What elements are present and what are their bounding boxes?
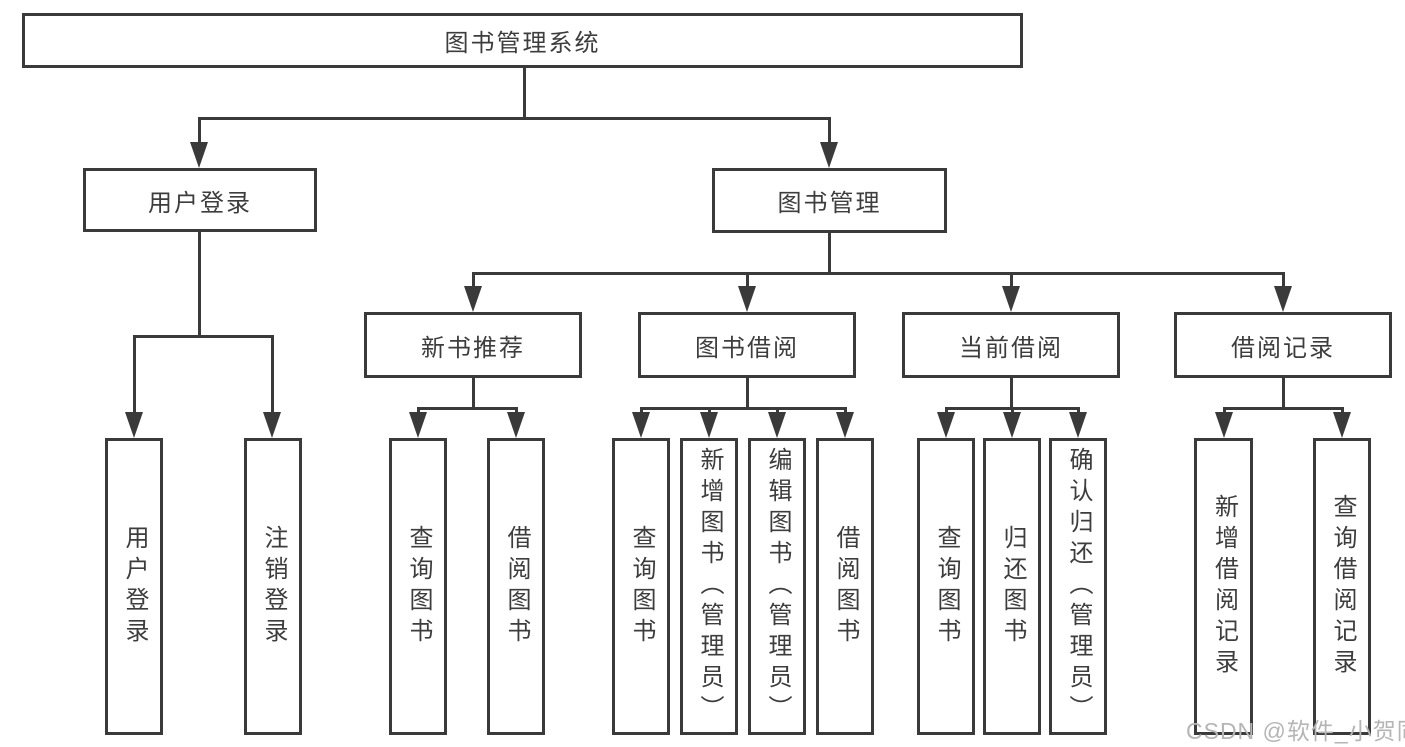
connector-line <box>417 407 518 410</box>
leaf-label: 注销登录 <box>260 524 287 649</box>
leaf-borrow-edit-books-admin: 编辑图书（管理员） <box>748 438 806 735</box>
leaf-current-return-books: 归还图书 <box>983 438 1041 735</box>
arrow-down-icon <box>1274 286 1292 312</box>
node-label: 借阅记录 <box>1231 334 1335 362</box>
arrow-down-icon <box>820 142 838 168</box>
arrow-down-icon <box>738 286 756 312</box>
arrow-down-icon <box>190 142 208 168</box>
leaf-current-confirm-return-admin: 确认归还（管理员） <box>1049 438 1107 735</box>
leaf-label: 查询图书 <box>405 524 432 649</box>
arrow-down-icon <box>700 412 718 438</box>
arrow-down-icon <box>464 286 482 312</box>
node-label: 图书管理系统 <box>444 30 601 57</box>
node-user-login: 用户登录 <box>83 168 317 232</box>
arrow-down-icon <box>768 412 786 438</box>
node-label: 用户登录 <box>148 189 252 217</box>
connector-line <box>828 233 831 275</box>
leaf-label: 确认归还（管理员） <box>1065 447 1092 726</box>
leaf-logout: 注销登录 <box>244 438 302 735</box>
arrow-down-icon <box>1333 412 1351 438</box>
node-borrowing-records: 借阅记录 <box>1174 312 1392 378</box>
node-library-system: 图书管理系统 <box>22 13 1023 68</box>
connector-line <box>1010 378 1013 409</box>
arrow-down-icon <box>1215 412 1233 438</box>
leaf-label: 借阅图书 <box>832 524 859 649</box>
connector-line <box>523 68 526 119</box>
arrow-down-icon <box>1002 286 1020 312</box>
connector-line <box>640 407 847 410</box>
connector-line <box>1282 378 1285 409</box>
leaf-record-add-borrow-record: 新增借阅记录 <box>1194 438 1253 735</box>
connector-line <box>472 378 475 409</box>
connector-line <box>198 117 831 120</box>
leaf-newbook-borrow-books: 借阅图书 <box>487 438 545 735</box>
connector-line <box>271 338 274 416</box>
arrow-down-icon <box>507 412 525 438</box>
leaf-label: 新增图书（管理员） <box>696 447 723 726</box>
arrow-down-icon <box>409 412 427 438</box>
leaf-record-query-borrow-record: 查询借阅记录 <box>1313 438 1371 735</box>
connector-line <box>472 274 475 290</box>
leaf-label: 借阅图书 <box>503 524 530 649</box>
leaf-borrow-query-books: 查询图书 <box>612 438 670 735</box>
node-label: 新书推荐 <box>421 334 525 362</box>
connector-line <box>1010 274 1013 290</box>
leaf-borrow-add-books-admin: 新增图书（管理员） <box>680 438 738 735</box>
leaf-current-query-books: 查询图书 <box>917 438 975 735</box>
leaf-label: 查询借阅记录 <box>1329 493 1356 680</box>
node-current-borrowing: 当前借阅 <box>902 312 1120 378</box>
leaf-label: 查询图书 <box>933 524 960 649</box>
connector-line <box>746 378 749 409</box>
leaf-label: 归还图书 <box>999 524 1026 649</box>
connector-line <box>945 407 1080 410</box>
arrow-down-icon <box>1003 412 1021 438</box>
connector-line <box>198 232 201 338</box>
leaf-newbook-query-books: 查询图书 <box>389 438 447 735</box>
connector-line <box>1223 407 1344 410</box>
csdn-watermark: CSDN @软件_小贺同学 <box>1186 718 1405 744</box>
connector-line <box>133 338 136 416</box>
arrow-down-icon <box>836 412 854 438</box>
connector-line <box>1282 274 1285 290</box>
connector-line <box>472 272 1285 275</box>
leaf-borrow-borrow-books: 借阅图书 <box>816 438 874 735</box>
connector-line <box>198 118 201 146</box>
connector-line <box>133 335 274 338</box>
arrow-down-icon <box>937 412 955 438</box>
node-new-book-recommendation: 新书推荐 <box>364 312 582 378</box>
node-label: 当前借阅 <box>959 334 1063 362</box>
leaf-label: 编辑图书（管理员） <box>764 447 791 726</box>
arrow-down-icon <box>632 412 650 438</box>
leaf-user-login: 用户登录 <box>105 438 163 735</box>
arrow-down-icon <box>125 412 143 438</box>
arrow-down-icon <box>263 412 281 438</box>
leaf-label: 新增借阅记录 <box>1210 493 1238 680</box>
connector-line <box>828 118 831 146</box>
node-book-management: 图书管理 <box>712 168 947 233</box>
connector-line <box>746 274 749 290</box>
leaf-label: 用户登录 <box>121 524 148 649</box>
arrow-down-icon <box>1069 412 1087 438</box>
leaf-label: 查询图书 <box>628 524 655 649</box>
node-book-borrowing: 图书借阅 <box>638 312 856 378</box>
node-label: 图书管理 <box>777 190 882 217</box>
node-label: 图书借阅 <box>695 334 799 362</box>
